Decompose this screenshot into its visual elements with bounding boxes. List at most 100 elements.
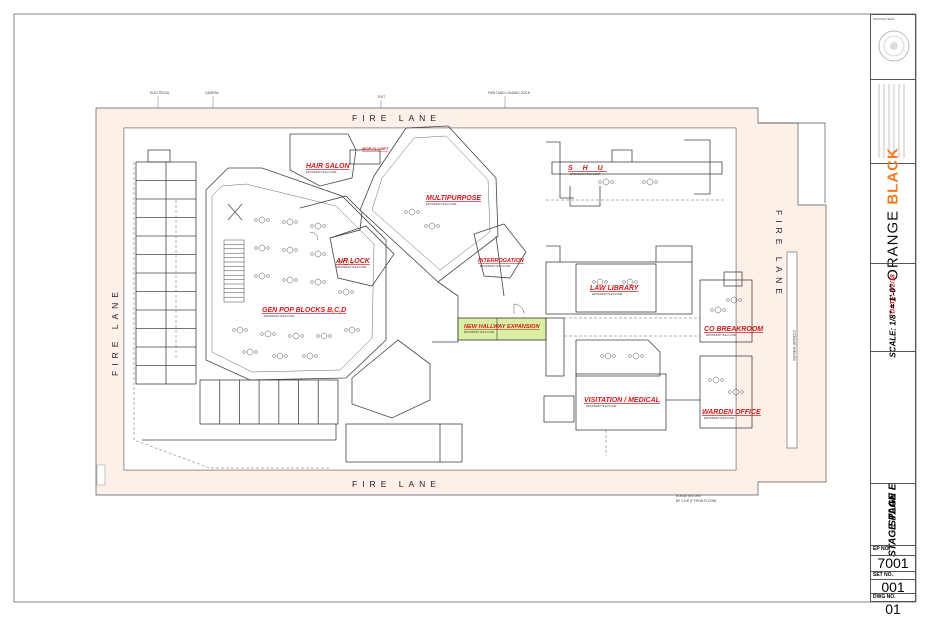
gen-pop-label: GEN POP BLOCKS B,C,D [262, 307, 346, 314]
seat-mark [322, 224, 326, 228]
seat-mark [600, 354, 604, 358]
scale-text: SCALE: 1/8" = 1'-0" [888, 284, 898, 359]
seat-mark [338, 290, 342, 294]
seat-mark [322, 280, 326, 284]
table-mark [286, 218, 294, 226]
seat-mark [338, 260, 342, 264]
seat-mark [740, 390, 744, 394]
table-mark [712, 376, 720, 384]
ep-value: 7001 [877, 555, 909, 571]
dwg-value-cell: 01 [871, 601, 915, 616]
seat-mark [294, 220, 298, 224]
table-mark [342, 258, 350, 266]
shu-label: S H U [568, 165, 607, 172]
multipurpose-floor: EPOXIDIUM TILE FLOOR [426, 202, 456, 206]
ep-value-cell: 7001 [871, 555, 915, 571]
co-breakroom-floor: EPOXIDIUM TILE FLOOR [706, 333, 736, 337]
seat-mark [350, 260, 354, 264]
electrical-label: ELECTRICAL [150, 91, 170, 95]
table-mark [342, 288, 350, 296]
interrogation-floor: EPOXIDIUM TILE FLOOR [480, 264, 510, 268]
seat-mark [436, 224, 440, 228]
seat-mark [640, 354, 644, 358]
storage-shelves [786, 251, 798, 449]
warden-office-floor: EPOXIDIUM TILE FLOOR [704, 416, 734, 420]
seat-mark [356, 328, 360, 332]
seat-mark [710, 308, 714, 312]
table-mark [348, 326, 356, 334]
shu-floor: EPOXIDIUM TILE FLOOR [570, 172, 600, 176]
seat-mark [310, 252, 314, 256]
table-mark [626, 278, 634, 286]
fire-lane-right: FIRE LANE [774, 210, 784, 299]
seat-mark [254, 350, 258, 354]
ep-label: EP NO. [873, 546, 890, 552]
visitation-medical-label: VISITATION / MEDICAL [584, 397, 660, 404]
set-label: SET NO. [873, 572, 894, 578]
warden-office-label: WARDEN OFFICE [702, 409, 761, 416]
table-mark [236, 326, 244, 334]
seat-mark [282, 220, 286, 224]
camera-label: CAMERA [205, 91, 220, 95]
table-mark [730, 296, 738, 304]
seat-mark [244, 328, 248, 332]
notes-lines [878, 84, 905, 158]
table-mark [428, 222, 436, 230]
co-breakroom-label: CO BREAKROOM [704, 326, 763, 333]
table-mark [306, 352, 314, 360]
hair-salon-floor: EPOXIDIUM TILE FLOOR [306, 170, 336, 174]
seat-mark [592, 280, 596, 284]
paint-loading-dock-label: PAINT AND LOADING DOCK [488, 91, 531, 95]
seat-mark [266, 274, 270, 278]
law-library-floor: EPOXIDIUM TILE FLOOR [592, 292, 622, 296]
table-mark [314, 250, 322, 258]
table-mark [714, 306, 722, 314]
table-mark [264, 330, 272, 338]
sheet-title-cell: STAGE E STAGE PLAN [871, 483, 915, 557]
seat-mark [720, 378, 724, 382]
seat-mark [708, 378, 712, 382]
seat-mark [254, 274, 258, 278]
seat-mark [604, 280, 608, 284]
seat-mark [344, 328, 348, 332]
seat-mark [266, 246, 270, 250]
new-hallway-label: NEW HALLWAY EXPANSION [464, 324, 540, 330]
seat-mark [310, 280, 314, 284]
date-scale-cell: DATE: 7/2/18 SCALE: 1/8" = 1'-0" [871, 263, 915, 358]
title-block: OFFICIAL SEAL ORANGE BLACK DATE: 7/2/18 … [870, 14, 916, 616]
official-seal-icon [878, 30, 910, 62]
air-lock-label: AIR LOCK [335, 258, 371, 265]
seat-mark [612, 354, 616, 358]
seat-mark [726, 298, 730, 302]
company-logo: ORANGE BLACK [885, 147, 902, 281]
seat-mark [404, 210, 408, 214]
dwg-label: DWG NO. [873, 594, 896, 600]
seat-mark [350, 290, 354, 294]
seat-mark [416, 210, 420, 214]
table-mark [258, 216, 266, 224]
dwg-value: 01 [885, 601, 901, 617]
table-mark [276, 352, 284, 360]
law-library-label: LAW LIBRARY [590, 285, 640, 292]
new-hallway-floor: EPOXIDIUM TILE FLOOR [464, 330, 494, 334]
seat-mark [322, 252, 326, 256]
fire-lane-left: FIRE LANE [110, 287, 120, 376]
storage-shelves-label: STORAGE SHELVES [792, 330, 796, 361]
seat-mark [254, 246, 258, 250]
table-mark [314, 222, 322, 230]
seat-mark [272, 332, 276, 336]
ep-label-cell: EP NO. [871, 545, 915, 555]
table-mark [632, 352, 640, 360]
seat-mark [610, 180, 614, 184]
table-mark [602, 178, 610, 186]
seat-mark [288, 334, 292, 338]
table-mark [246, 348, 254, 356]
logo-cell: ORANGE BLACK [871, 147, 915, 280]
visitation-floor: EPOXIDIUM TILE FLOOR [586, 404, 616, 408]
notes-cell [871, 79, 915, 163]
table-mark [292, 332, 300, 340]
seal-caption: OFFICIAL SEAL [873, 17, 895, 21]
table-mark [314, 278, 322, 286]
company-name-bottom: BLACK [884, 146, 902, 205]
seat-mark [424, 224, 428, 228]
